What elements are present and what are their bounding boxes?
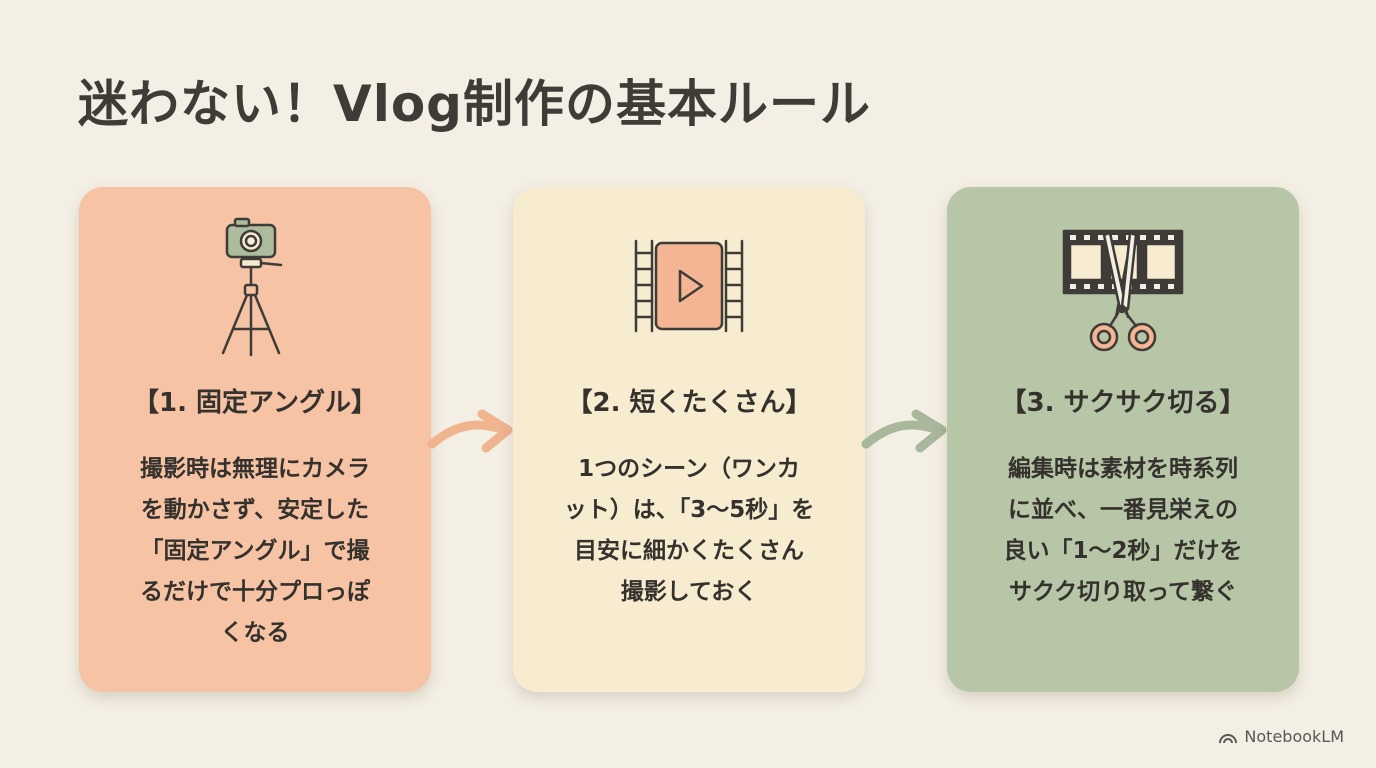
step-card-2: 【2. 短くたくさん】 1つのシーン（ワンカ ット）は、「3〜5秒」を 目安に細… — [513, 187, 865, 692]
step-title-1: 【1. 固定アングル】 — [133, 388, 377, 418]
step-description-2: 1つのシーン（ワンカ ット）は、「3〜5秒」を 目安に細かくたくさん 撮影してお… — [563, 456, 815, 605]
film-play-icon — [513, 213, 865, 363]
arrow-right-icon — [426, 404, 516, 464]
notebooklm-logo-icon — [1219, 733, 1238, 743]
step-card-3: 【3. サクサク切る】 編集時は素材を時系列 に並べ、一番見栄えの 良い「1〜2… — [947, 187, 1299, 692]
step-description-3: 編集時は素材を時系列 に並べ、一番見栄えの 良い「1〜2秒」だけを サクク切り取… — [1003, 456, 1243, 605]
step-title-3: 【3. サクサク切る】 — [1000, 388, 1246, 418]
film-scissors-icon — [947, 213, 1299, 363]
arrow-right-icon — [860, 404, 950, 464]
step-title-2: 【2. 短くたくさん】 — [566, 388, 812, 418]
step-card-1: 【1. 固定アングル】 撮影時は無理にカメラ を動かさず、安定した 「固定アング… — [79, 187, 431, 692]
brand-label: NotebookLM — [1244, 727, 1344, 746]
camera-tripod-icon — [79, 213, 431, 363]
notebooklm-brand: NotebookLM — [1218, 727, 1344, 746]
page-title: 迷わない！Vlog制作の基本ルール — [78, 75, 871, 133]
step-description-1: 撮影時は無理にカメラ を動かさず、安定した 「固定アングル」で撮 るだけで十分プ… — [140, 456, 370, 646]
